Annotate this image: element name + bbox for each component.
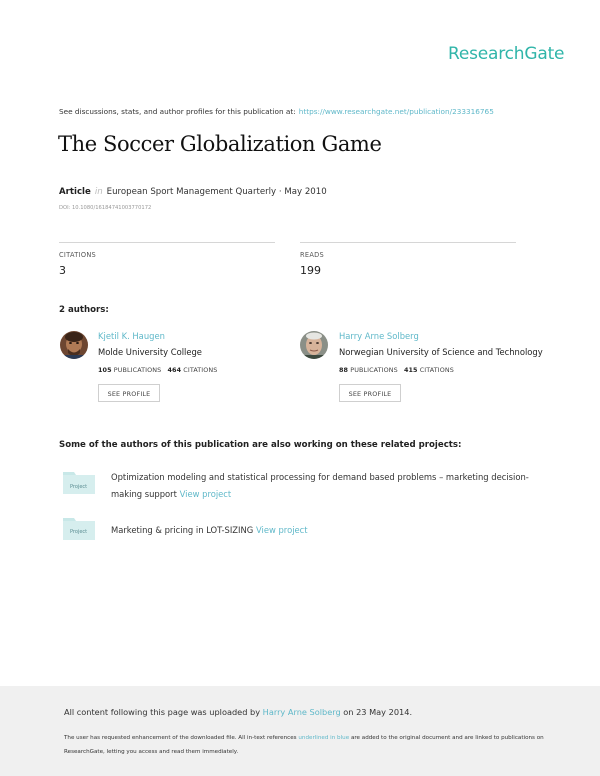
author-publications-label: PUBLICATIONS [350,366,398,374]
project-folder-label: Project [70,484,88,490]
author-stats: 105 PUBLICATIONS 464 CITATIONS [98,366,217,374]
note-link: underlined in blue [298,735,350,741]
note-prefix: The user has requested enhancement of th… [64,735,297,741]
journal-name: European Sport Management Quarterly · Ma… [106,187,327,197]
author-citations-label: CITATIONS [419,366,454,374]
uploader-link[interactable]: Harry Arne Solberg [262,707,341,717]
see-profile-button[interactable]: SEE PROFILE [98,384,160,402]
view-project-link[interactable]: View project [179,488,232,499]
author-avatar[interactable] [300,331,328,359]
author-publications-count: 105 [98,366,112,374]
upload-prefix: All content following this page was uplo… [64,707,261,717]
projects-heading: Some of the authors of this publication … [59,440,462,450]
upload-suffix: on 23 May 2014. [343,707,413,717]
upload-note: All content following this page was uplo… [64,707,412,717]
reads-divider [300,242,516,243]
enhancement-note: The user has requested enhancement of th… [64,731,544,759]
authors-heading: 2 authors: [59,305,109,315]
publication-url-link[interactable]: https://www.researchgate.net/publication… [298,107,494,116]
author-citations-label: CITATIONS [183,366,218,374]
note-suffix: are added to the original document and a… [64,735,544,755]
doi: DOI: 10.1080/16184741003770172 [59,205,152,211]
discussion-line: See discussions, stats, and author profi… [59,107,494,116]
footer-panel [0,686,600,776]
author-name-link[interactable]: Harry Arne Solberg [339,331,419,341]
project-description: Optimization modeling and statistical pr… [111,469,531,502]
author-institution: Norwegian University of Science and Tech… [339,347,543,357]
author-citations-count: 464 [167,366,182,374]
reads-label: READS [300,251,325,259]
project-folder-label: Project [70,529,88,535]
citations-label: CITATIONS [59,251,97,259]
author-citations-count: 415 [403,366,418,374]
project-title: Marketing & pricing in LOT-SIZING [111,525,254,535]
author-publications-label: PUBLICATIONS [113,366,162,374]
author-stats: 88 PUBLICATIONS 415 CITATIONS [339,366,454,374]
researchgate-logo[interactable]: ResearchGate [448,44,565,64]
article-in: in [94,187,103,197]
author-publications-count: 88 [339,366,349,374]
view-project-link[interactable]: View project [255,525,308,535]
discussion-text: See discussions, stats, and author profi… [59,107,296,116]
author-name-link[interactable]: Kjetil K. Haugen [98,331,165,341]
reads-value: 199 [300,264,321,277]
see-profile-button[interactable]: SEE PROFILE [339,384,401,402]
author-avatar[interactable] [60,331,88,359]
page-title: The Soccer Globalization Game [58,132,382,156]
article-type: Article [59,187,91,197]
project-description: Marketing & pricing in LOT-SIZING View p… [111,522,531,539]
project-folder-icon [63,470,95,494]
project-folder-icon [63,516,95,540]
citations-divider [59,242,275,243]
citations-value: 3 [59,264,66,277]
author-institution: Molde University College [98,347,202,357]
project-title: Optimization modeling and statistical pr… [111,472,529,499]
